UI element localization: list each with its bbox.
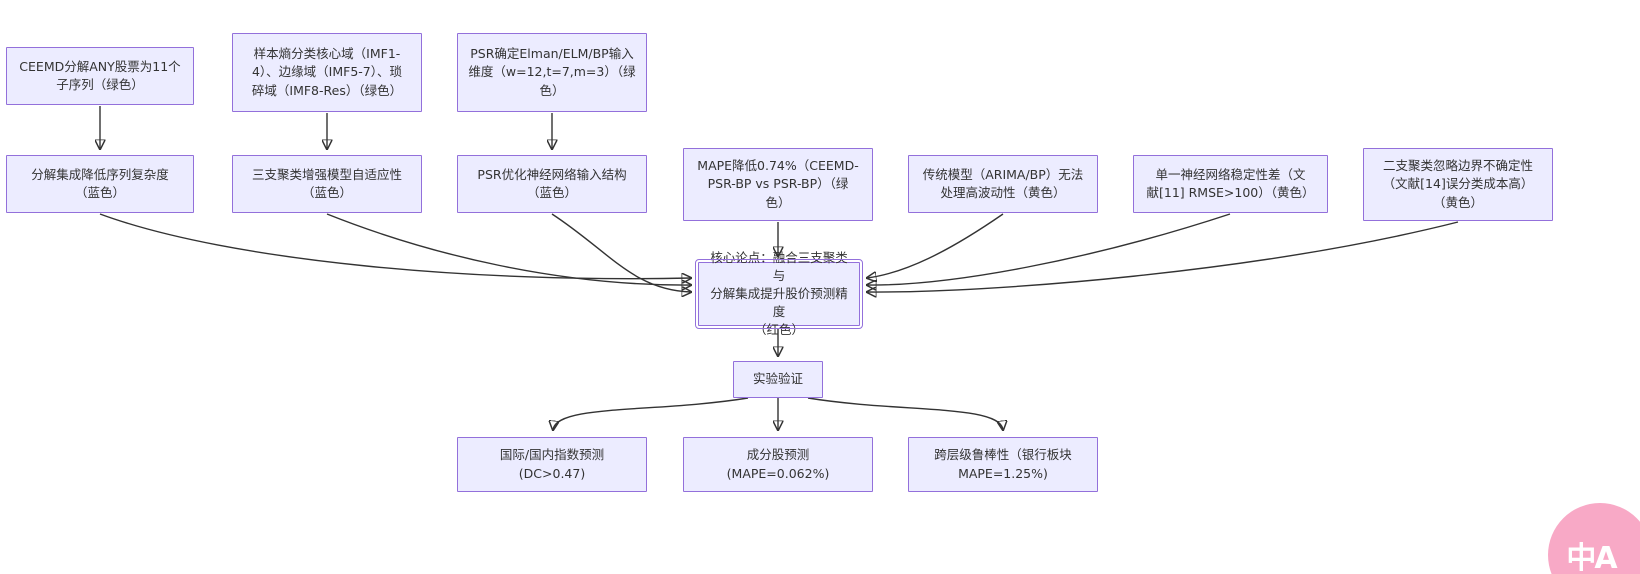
edge-adaptivity-to-core <box>326 213 691 285</box>
edge-complexity-to-core <box>99 213 691 279</box>
edge-structure-to-core <box>551 213 691 292</box>
edge-singlenn-to-core <box>867 213 1231 285</box>
node-single-nn-instability: 单一神经网络稳定性差（文 献[11] RMSE>100）（黄色） <box>1133 155 1328 213</box>
translate-badge-button[interactable]: 中A <box>1548 503 1640 574</box>
node-three-way-adaptivity: 三支聚类增强模型自适应性 （蓝色） <box>232 155 422 213</box>
node-constituent-prediction: 成分股预测 (MAPE=0.062%) <box>683 437 873 492</box>
node-experiment-validation: 实验验证 <box>733 361 823 398</box>
node-psr-input-dim: PSR确定Elman/ELM/BP输入 维度（w=12,t=7,m=3）（绿 色… <box>457 33 647 112</box>
node-sample-entropy: 样本熵分类核心域（IMF1- 4）、边缘域（IMF5-7）、琐 碎域（IMF8-… <box>232 33 422 112</box>
edge-traditional-to-core <box>867 213 1004 278</box>
edge-experiment-to-robustness <box>807 397 1003 430</box>
node-index-prediction: 国际/国内指数预测 (DC>0.47) <box>457 437 647 492</box>
translate-icon: 中A <box>1566 541 1617 574</box>
node-cross-level-robustness: 跨层级鲁棒性（银行板块 MAPE=1.25%) <box>908 437 1098 492</box>
edge-twoway-to-core <box>867 221 1459 292</box>
node-decomposition-complexity: 分解集成降低序列复杂度 （蓝色） <box>6 155 194 213</box>
node-core-thesis: 核心论点：融合三支聚类与 分解集成提升股价预测精度 （红色） <box>695 250 863 337</box>
node-psr-structure: PSR优化神经网络输入结构 （蓝色） <box>457 155 647 213</box>
node-traditional-model-limit: 传统模型（ARIMA/BP）无法 处理高波动性（黄色） <box>908 155 1098 213</box>
edge-experiment-to-index <box>553 397 749 430</box>
node-two-way-clustering-limit: 二支聚类忽略边界不确定性 （文献[14]误分类成本高） （黄色） <box>1363 148 1553 221</box>
node-mape-reduction: MAPE降低0.74%（CEEMD- PSR-BP vs PSR-BP）（绿 色… <box>683 148 873 221</box>
node-ceemd-decompose: CEEMD分解ANY股票为11个 子序列（绿色） <box>6 47 194 105</box>
